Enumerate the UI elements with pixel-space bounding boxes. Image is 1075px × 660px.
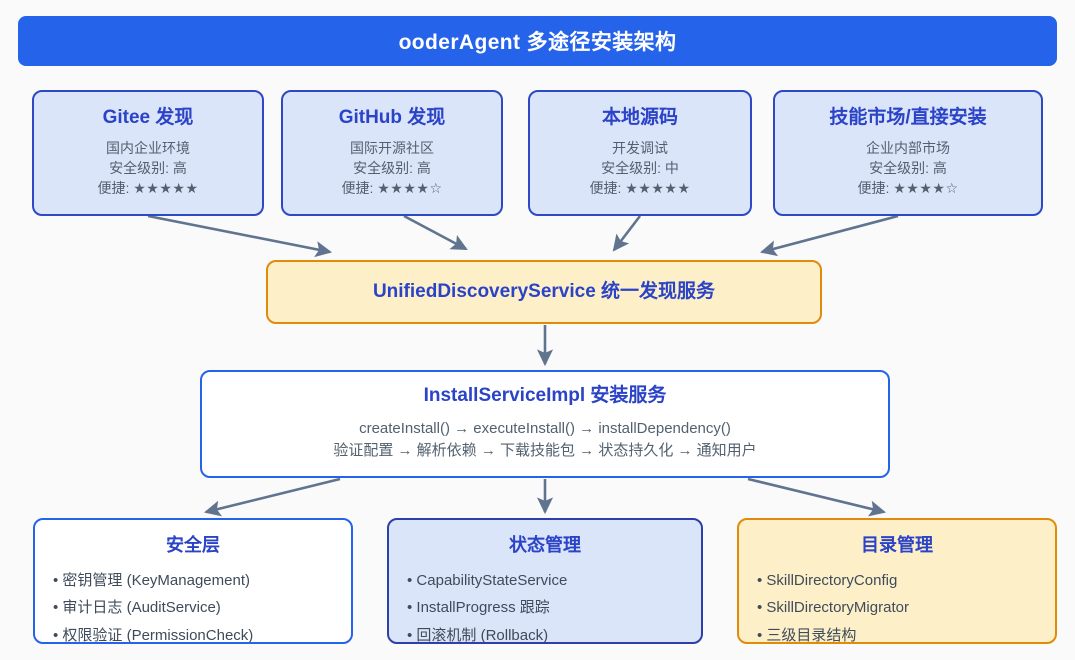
source-card-github-convenience: 便捷: ★★★★☆ bbox=[341, 178, 442, 198]
list-item: 密钥管理 (KeyManagement) bbox=[53, 567, 351, 595]
source-card-gitee-security: 安全级别: 高 bbox=[109, 160, 187, 177]
source-card-local-source[interactable]: 本地源码 开发调试 安全级别: 中 便捷: ★★★★★ bbox=[528, 90, 752, 216]
unified-discovery-service-title: UnifiedDiscoveryService 统一发现服务 bbox=[372, 281, 716, 303]
list-item: SkillDirectoryMigrator bbox=[757, 594, 1055, 622]
source-card-gitee[interactable]: Gitee 发现 国内企业环境 安全级别: 高 便捷: ★★★★★ bbox=[32, 90, 264, 216]
list-item: 审计日志 (AuditService) bbox=[53, 594, 351, 622]
list-item: InstallProgress 跟踪 bbox=[407, 594, 701, 622]
list-item: 权限验证 (PermissionCheck) bbox=[53, 622, 351, 642]
convenience-label: 便捷: bbox=[857, 180, 890, 197]
source-card-local-source-convenience: 便捷: ★★★★★ bbox=[589, 178, 690, 198]
source-card-local-source-security: 安全级别: 中 bbox=[601, 160, 679, 177]
list-item: CapabilityStateService bbox=[407, 567, 701, 595]
arrow-local-to-unified bbox=[612, 215, 642, 252]
diagram-title-banner: ooderAgent 多途径安装架构 bbox=[18, 16, 1057, 66]
source-card-skill-market-convenience: 便捷: ★★★★☆ bbox=[857, 178, 958, 198]
arrow-install-to-directory bbox=[747, 477, 887, 517]
source-card-github-title: GitHub 发现 bbox=[338, 107, 446, 128]
layer-card-directory-management-title: 目录管理 bbox=[861, 535, 933, 555]
source-card-local-source-title: 本地源码 bbox=[601, 107, 678, 128]
arrow-github-to-unified bbox=[403, 214, 468, 251]
layer-card-directory-management-list: SkillDirectoryConfig SkillDirectoryMigra… bbox=[739, 567, 1055, 643]
arrow-install-to-security bbox=[203, 477, 341, 517]
install-service-api-flow: createInstall() → executeInstall() → ins… bbox=[359, 419, 731, 437]
source-card-gitee-env: 国内企业环境 bbox=[106, 139, 190, 156]
layer-card-security[interactable]: 安全层 密钥管理 (KeyManagement) 审计日志 (AuditServ… bbox=[33, 518, 353, 644]
layer-card-security-title: 安全层 bbox=[166, 535, 220, 555]
layer-card-security-list: 密钥管理 (KeyManagement) 审计日志 (AuditService)… bbox=[35, 567, 351, 643]
layer-card-state-management-title: 状态管理 bbox=[509, 535, 581, 555]
layer-card-directory-management[interactable]: 目录管理 SkillDirectoryConfig SkillDirectory… bbox=[737, 518, 1057, 644]
source-card-skill-market-title: 技能市场/直接安装 bbox=[829, 107, 987, 128]
convenience-label: 便捷: bbox=[341, 180, 374, 197]
source-card-github-env: 国际开源社区 bbox=[350, 139, 434, 156]
source-card-skill-market[interactable]: 技能市场/直接安装 企业内部市场 安全级别: 高 便捷: ★★★★☆ bbox=[773, 90, 1043, 216]
source-card-skill-market-security: 安全级别: 高 bbox=[869, 160, 947, 177]
page-title: ooderAgent 多途径安装架构 bbox=[398, 31, 677, 54]
list-item: 回滚机制 (Rollback) bbox=[407, 622, 701, 642]
arrow-market-to-unified bbox=[759, 214, 899, 257]
install-service-step-flow: 验证配置 → 解析依赖 → 下载技能包 → 状态持久化 → 通知用户 bbox=[333, 441, 757, 459]
source-card-skill-market-env: 企业内部市场 bbox=[866, 139, 950, 156]
layer-card-state-management[interactable]: 状态管理 CapabilityStateService InstallProgr… bbox=[387, 518, 703, 644]
install-service-title: InstallServiceImpl 安装服务 bbox=[423, 385, 667, 406]
layer-card-state-management-list: CapabilityStateService InstallProgress 跟… bbox=[389, 567, 701, 643]
source-card-github[interactable]: GitHub 发现 国际开源社区 安全级别: 高 便捷: ★★★★☆ bbox=[281, 90, 503, 216]
unified-discovery-service-node[interactable]: UnifiedDiscoveryService 统一发现服务 bbox=[266, 260, 822, 324]
star-rating: ★★★★☆ bbox=[893, 180, 959, 197]
arrow-gitee-to-unified bbox=[147, 214, 333, 258]
star-rating: ★★★★★ bbox=[625, 180, 691, 197]
source-card-gitee-title: Gitee 发现 bbox=[102, 107, 194, 128]
star-rating: ★★★★★ bbox=[133, 180, 199, 197]
convenience-label: 便捷: bbox=[97, 180, 130, 197]
convenience-label: 便捷: bbox=[589, 180, 622, 197]
star-rating: ★★★★☆ bbox=[377, 180, 443, 197]
source-card-local-source-env: 开发调试 bbox=[612, 139, 668, 156]
source-card-github-security: 安全级别: 高 bbox=[353, 160, 431, 177]
list-item: 三级目录结构 bbox=[757, 622, 1055, 642]
install-service-node[interactable]: InstallServiceImpl 安装服务 createInstall() … bbox=[200, 370, 890, 478]
source-card-gitee-convenience: 便捷: ★★★★★ bbox=[97, 178, 198, 198]
list-item: SkillDirectoryConfig bbox=[757, 567, 1055, 595]
